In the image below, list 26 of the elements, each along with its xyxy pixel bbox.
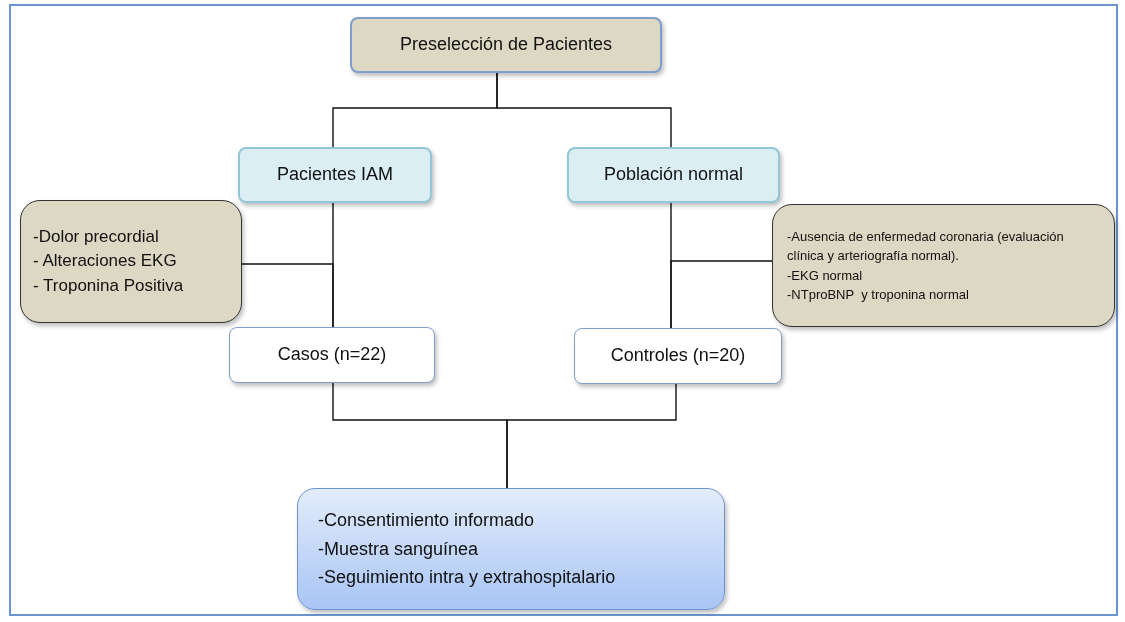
criteria-item: - Troponina Positiva	[33, 274, 184, 297]
criteria-item: -Muestra sanguínea	[318, 537, 479, 561]
criteria-item: -Ausencia de enfermedad coronaria (evaluación clínica y arteriografía normal).	[787, 227, 1064, 265]
criteria-box	[772, 204, 1115, 327]
criteria-item: -NTproBNP y troponina normal	[787, 286, 969, 304]
sample-box	[229, 327, 435, 383]
process-box	[350, 17, 662, 73]
criteria-item: -Consentimiento informado	[318, 508, 535, 532]
criteria-item: -Dolor precordial	[33, 225, 159, 248]
criteria-item: - Alteraciones EKG	[33, 250, 177, 273]
summary-box	[297, 488, 725, 610]
criteria-box	[20, 200, 242, 323]
connector-line	[496, 72, 672, 148]
sample-box	[574, 328, 782, 384]
connector-line	[506, 383, 677, 489]
criteria-item: -Seguimiento intra y extrahospitalario	[318, 566, 616, 590]
box-title: Controles (n=20)	[610, 344, 746, 368]
group-box	[567, 147, 780, 203]
connector-line	[241, 263, 334, 328]
box-title: Preselección de Pacientes	[399, 33, 613, 57]
box-title: Casos (n=22)	[277, 343, 387, 367]
group-box	[238, 147, 432, 203]
criteria-item: -EKG normal	[787, 266, 863, 285]
box-title: Población normal	[603, 163, 744, 187]
connector-line	[670, 260, 773, 329]
box-title: Pacientes IAM	[276, 163, 394, 187]
